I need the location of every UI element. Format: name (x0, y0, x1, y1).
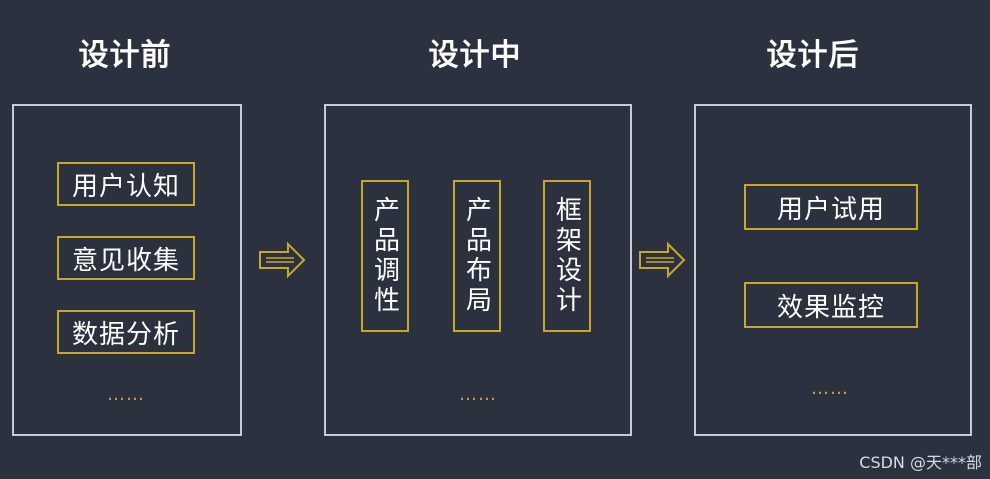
item-user-trial: 用户试用 (744, 184, 918, 230)
item-user-cognition: 用户认知 (57, 162, 195, 206)
item-product-layout: 产品布局 (453, 180, 501, 332)
panel-during (324, 104, 632, 436)
ellipsis-after: …… (811, 378, 849, 399)
double-arrow-right-icon (639, 241, 686, 279)
ellipsis-before: …… (107, 384, 145, 405)
double-arrow-right-icon (259, 241, 306, 279)
panel-after (694, 104, 972, 436)
item-product-tone: 产品调性 (361, 180, 409, 332)
stage-title-during: 设计中 (428, 38, 522, 73)
stage-title-before: 设计前 (78, 38, 172, 73)
panel-before (12, 104, 242, 436)
watermark: CSDN @天***部 (859, 453, 982, 472)
item-framework-design: 框架设计 (543, 180, 591, 332)
ellipsis-during: …… (459, 384, 497, 405)
item-effect-monitoring: 效果监控 (744, 282, 918, 328)
item-feedback-collection: 意见收集 (57, 236, 195, 280)
stage-title-after: 设计后 (766, 38, 860, 73)
item-data-analysis: 数据分析 (57, 310, 195, 354)
